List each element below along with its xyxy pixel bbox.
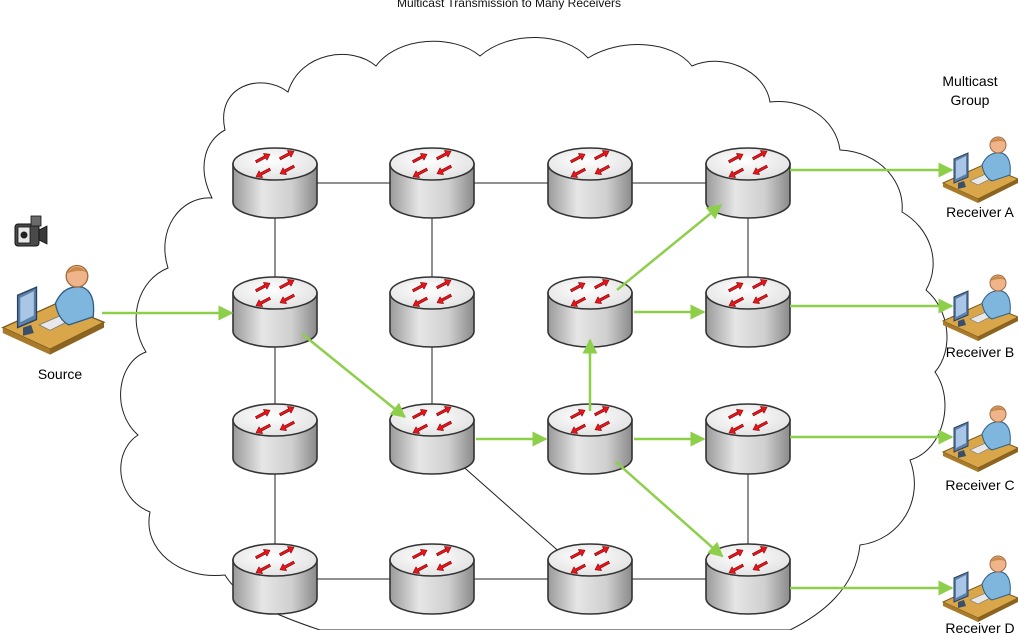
multicast-flow-arrow bbox=[614, 460, 724, 558]
camera-top bbox=[30, 215, 42, 227]
router-icon bbox=[548, 544, 632, 614]
video-camera-icon bbox=[14, 215, 48, 247]
router-icon bbox=[706, 277, 790, 347]
router-icon bbox=[233, 148, 317, 218]
router-icon bbox=[390, 148, 474, 218]
receiver-a-label: Receiver A bbox=[946, 204, 1014, 220]
receiver-computer-icon bbox=[942, 405, 1018, 473]
multicast-group-label-line2: Group bbox=[950, 92, 990, 108]
multicast-flow-arrow bbox=[616, 204, 723, 291]
router-icon bbox=[548, 148, 632, 218]
router-icon bbox=[706, 404, 790, 474]
multicast-group-label: Multicast Group bbox=[925, 72, 1015, 110]
receiver-c-label: Receiver C bbox=[945, 477, 1015, 493]
router-icon bbox=[390, 277, 474, 347]
network-cloud-outline bbox=[120, 37, 948, 631]
multicast-group-label-line1: Multicast bbox=[942, 73, 998, 89]
router-icon bbox=[390, 544, 474, 614]
receiver-b-label: Receiver B bbox=[945, 344, 1015, 360]
camera-hood bbox=[38, 225, 48, 245]
receiver-computer-icon bbox=[942, 555, 1018, 623]
camera-lens bbox=[20, 231, 28, 239]
receiver-d-label: Receiver D bbox=[945, 620, 1015, 636]
receiver-computer-icon bbox=[942, 274, 1018, 342]
router-icon bbox=[233, 544, 317, 614]
diagram-title: Multicast Transmission to Many Receivers bbox=[396, 0, 622, 10]
multicast-flow-arrow bbox=[301, 333, 406, 418]
router-icon bbox=[233, 404, 317, 474]
receiver-computer-icon bbox=[942, 136, 1018, 204]
source-label: Source bbox=[37, 366, 83, 382]
source-computer-icon bbox=[2, 264, 105, 356]
